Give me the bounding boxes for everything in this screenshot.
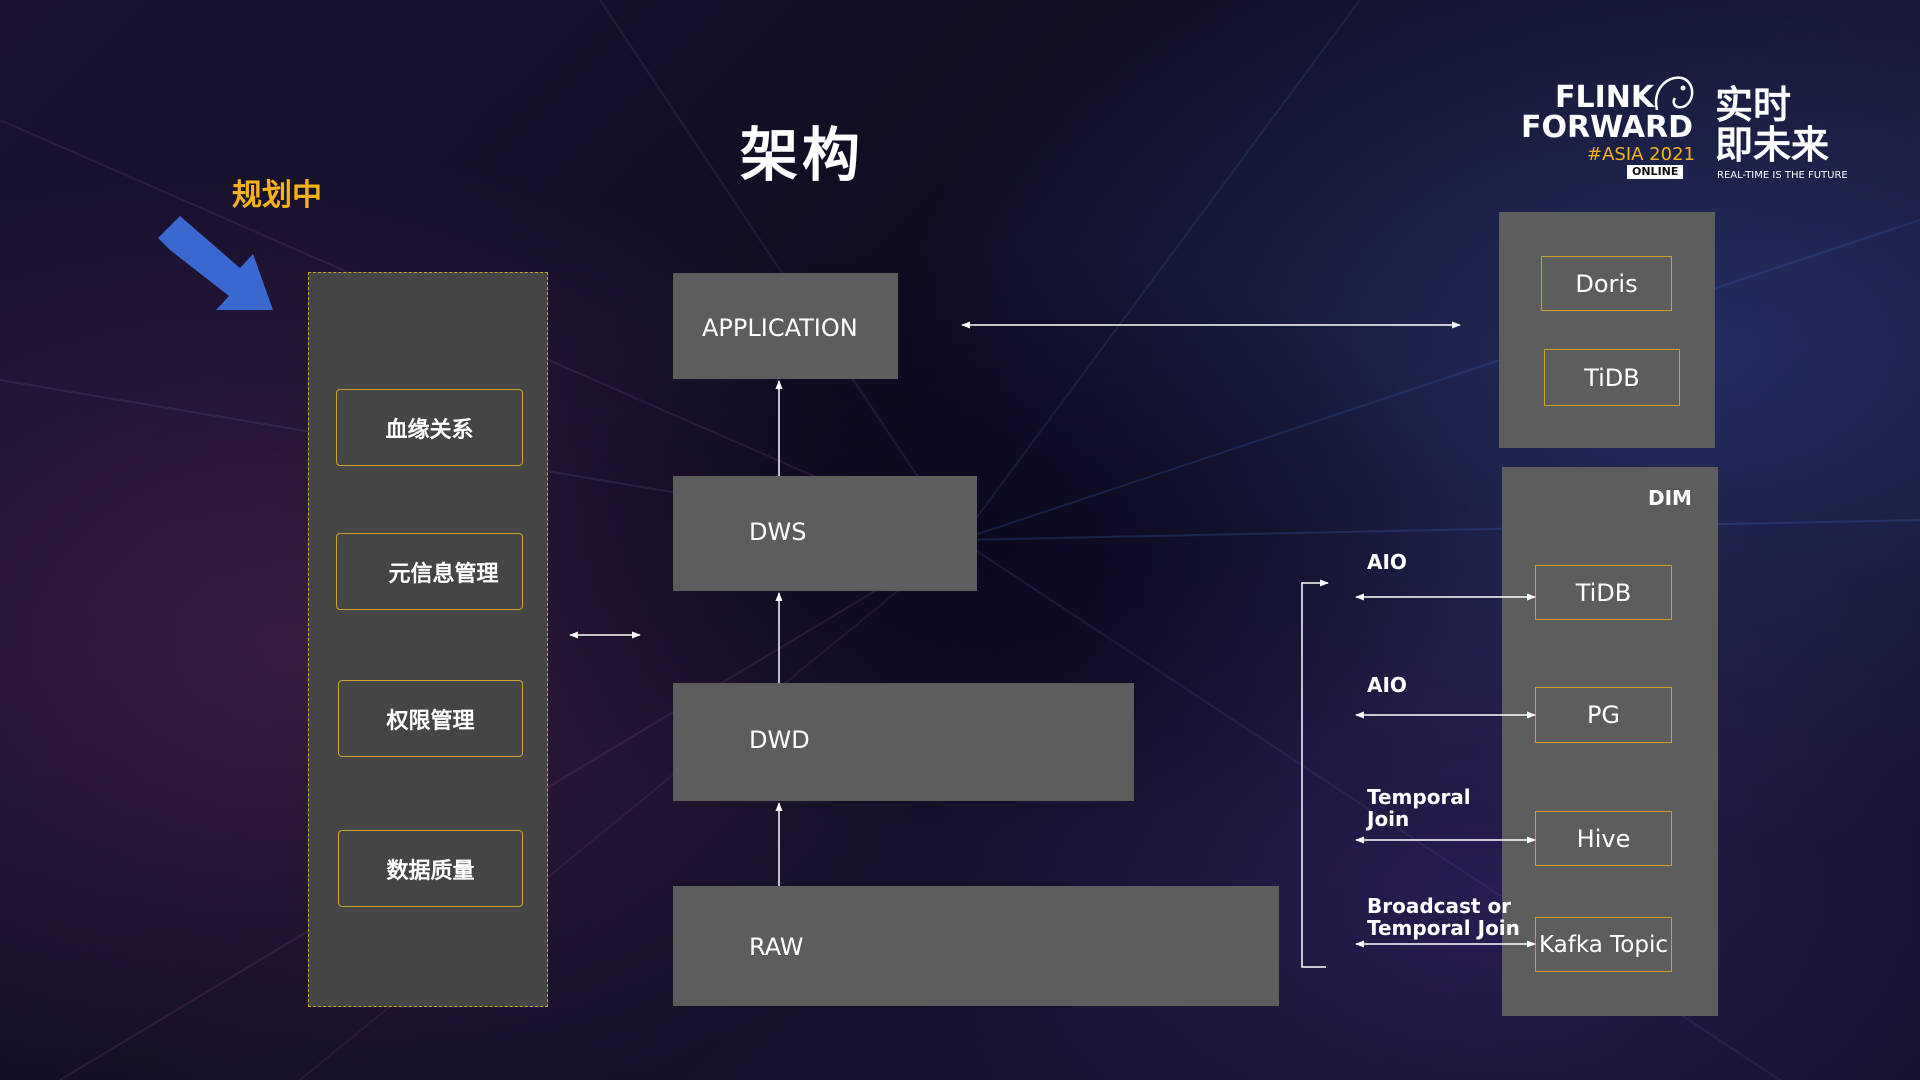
join-label-pg-line1: AIO: [1367, 673, 1407, 697]
raw-layer-box: [673, 886, 1279, 1006]
metadata-management-item[interactable]: 元信息管理: [336, 533, 523, 610]
join-label-hive: Temporal Join: [1367, 786, 1471, 830]
tidb-dim-item[interactable]: TiDB: [1535, 565, 1672, 620]
join-label-kafka: Broadcast or Temporal Join: [1367, 895, 1520, 939]
dim-panel-title: DIM: [1648, 486, 1692, 510]
lineage-item[interactable]: 血缘关系: [336, 389, 523, 466]
logo-slogan: REAL-TIME IS THE FUTURE: [1717, 170, 1848, 181]
dwd-layer-label: DWD: [749, 726, 810, 754]
kafka-topic-dim-item[interactable]: Kafka Topic: [1535, 917, 1672, 972]
logo-text-flink: FLINK: [1555, 80, 1655, 115]
squirrel-icon: [1654, 76, 1694, 111]
logo-cn-line1: 实时: [1715, 83, 1792, 127]
raw-layer-label: RAW: [749, 933, 804, 961]
data-quality-item[interactable]: 数据质量: [338, 830, 523, 907]
dim-bracket: [1301, 582, 1326, 968]
join-label-tidb: AIO: [1367, 551, 1407, 573]
hive-dim-item[interactable]: Hive: [1535, 811, 1672, 866]
tidb-serving-item[interactable]: TiDB: [1544, 349, 1680, 406]
page-title: 架构: [740, 121, 865, 189]
flink-forward-logo: FLINK FORWARD #ASIA 2021 ONLINE 实时 即未来 R…: [1515, 70, 1855, 190]
logo-tag-asia: #ASIA 2021: [1587, 144, 1695, 165]
governance-panel: [308, 272, 548, 1007]
application-layer-label: APPLICATION: [702, 314, 858, 342]
pg-dim-item[interactable]: PG: [1535, 687, 1672, 743]
join-label-hive-line1: Temporal: [1367, 785, 1471, 809]
doris-item[interactable]: Doris: [1541, 256, 1672, 311]
join-label-kafka-line2: Temporal Join: [1367, 916, 1520, 940]
join-label-kafka-line1: Broadcast or: [1367, 894, 1512, 918]
join-label-hive-line2: Join: [1367, 807, 1410, 831]
permission-management-item[interactable]: 权限管理: [338, 680, 523, 757]
application-layer-box: [673, 273, 898, 379]
logo-text-forward: FORWARD: [1521, 110, 1694, 145]
dwd-layer-box: [673, 683, 1134, 801]
join-label-tidb-line1: AIO: [1367, 550, 1407, 574]
planning-label: 规划中: [232, 178, 322, 213]
arrow-down-right-icon: [158, 216, 273, 310]
join-label-pg: AIO: [1367, 674, 1407, 696]
dws-layer-label: DWS: [749, 518, 807, 546]
logo-cn-line2: 即未来: [1715, 123, 1830, 167]
logo-online-badge: ONLINE: [1627, 165, 1684, 179]
serving-store-panel: [1499, 212, 1715, 448]
dim-panel: [1502, 467, 1718, 1016]
dws-layer-box: [673, 476, 977, 591]
